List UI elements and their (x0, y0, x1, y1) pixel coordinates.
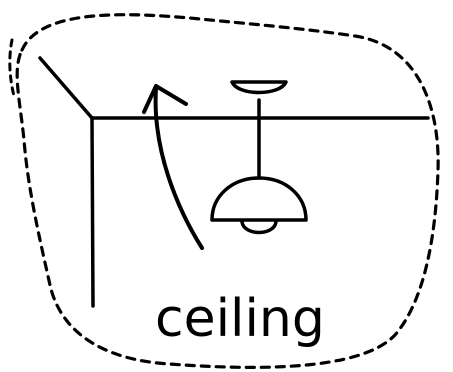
dashed-wisp (10, 40, 14, 96)
ceiling-lamp-icon (212, 82, 306, 233)
wall-vertical-line (92, 118, 93, 306)
up-arrow-icon (156, 88, 202, 248)
arrow-head (144, 86, 186, 112)
ceiling-label: ceiling (155, 289, 325, 349)
wall-diagonal-line (40, 58, 92, 118)
